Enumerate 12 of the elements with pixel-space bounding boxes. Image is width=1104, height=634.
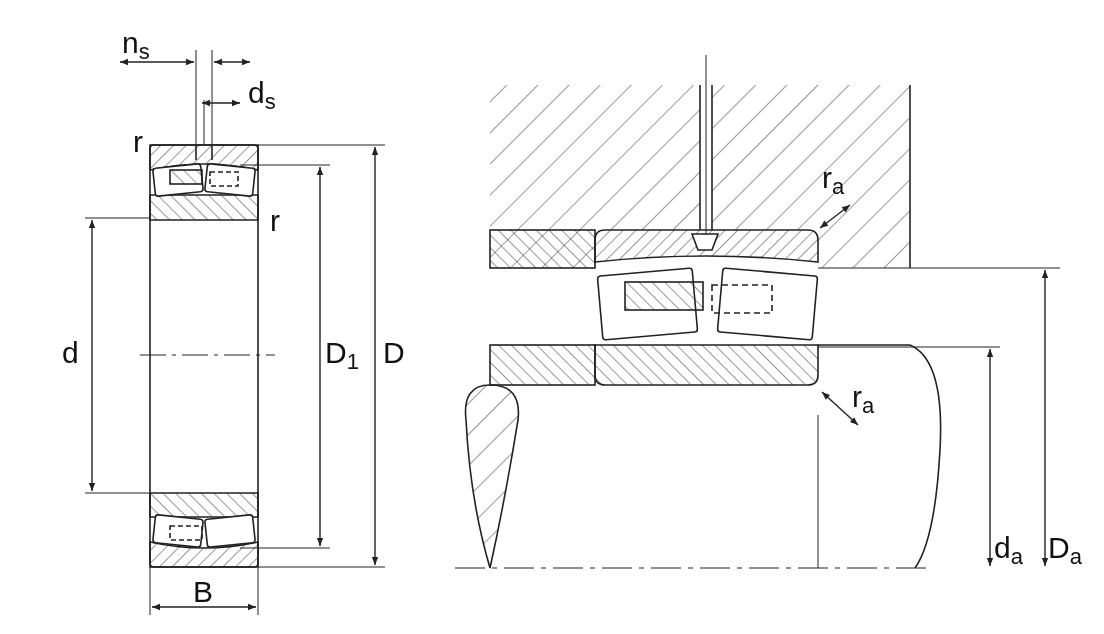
- dimension-label: r: [133, 127, 143, 157]
- dimension-label: B: [193, 577, 213, 607]
- dimension-label: r$_{a}$: [852, 382, 875, 417]
- dimension-label: n$_{s}$: [122, 28, 150, 63]
- dimension-label: d: [62, 338, 79, 368]
- dimension-label: d$_{a}$: [994, 533, 1023, 568]
- dimension-label: r$_{a}$: [822, 163, 845, 198]
- dimension-label: D: [383, 338, 405, 368]
- dimension-label: D$_{a}$: [1048, 533, 1082, 568]
- dimension-label: D$_{1}$: [325, 338, 359, 373]
- dimension-label: d$_{s}$: [248, 78, 276, 113]
- dimension-label: r: [270, 206, 280, 236]
